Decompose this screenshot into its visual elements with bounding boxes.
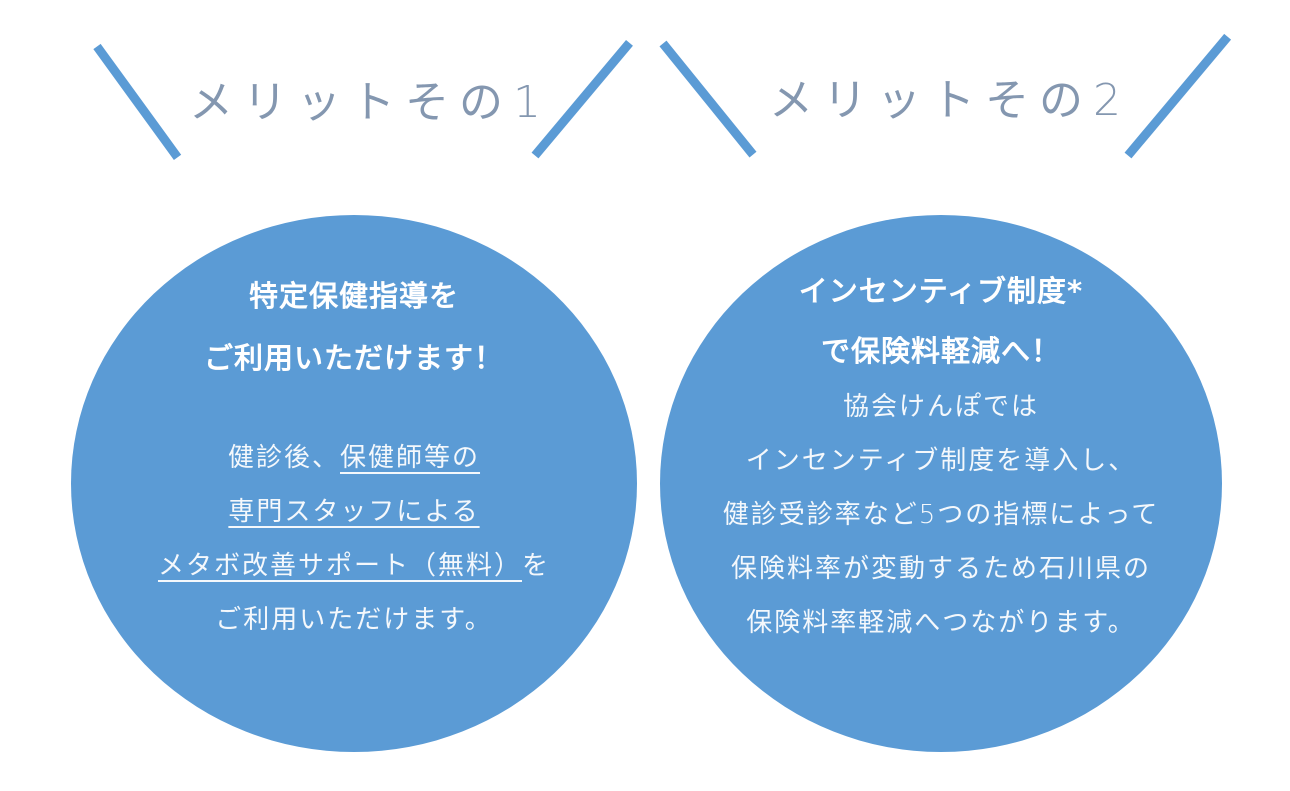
merit-2-body-line-3: 健診受診率など5つの指標によって: [722, 500, 1160, 530]
merit-1-title-line-1: 特定保健指導を: [248, 279, 459, 313]
merit-2-heading: メリットその2: [769, 75, 1131, 126]
merit-2-body-line-4: 保険料率が変動するため石川県の: [730, 554, 1151, 584]
merit-1-body-line-1-plain: 健診後、: [227, 443, 340, 473]
merit-1-body-line-2: 専門スタッフによる: [71, 485, 637, 539]
decorative-backslash-line-2: [659, 40, 757, 158]
merit-2-title-line-1: インセンティブ制度*: [798, 274, 1084, 308]
merit-1-body-line-2-underlined: 専門スタッフによる: [228, 497, 480, 527]
merit-2-body-line-5: 保険料率軽減へつながります。: [746, 608, 1136, 638]
merit-2-content: インセンティブ制度* で保険料軽減へ！ 協会けんぽでは インセンティブ制度を導入…: [660, 260, 1222, 650]
merit-2-circle: インセンティブ制度* で保険料軽減へ！ 協会けんぽでは インセンティブ制度を導入…: [660, 215, 1222, 752]
merit-1-circle: 特定保健指導を ご利用いただけます！ 健診後、保健師等の 専門スタッフによる メ…: [71, 215, 637, 752]
decorative-slash-line-2: [1124, 33, 1232, 159]
merit-1-content: 特定保健指導を ご利用いただけます！ 健診後、保健師等の 専門スタッフによる メ…: [71, 265, 637, 647]
merit-1-heading: メリットその1: [189, 77, 551, 128]
merit-2-body-line-1: 協会けんぽでは: [842, 392, 1039, 422]
merit-1-body-line-3-plain: を: [522, 551, 551, 581]
merit-1-body-line-1: 健診後、保健師等の: [71, 431, 637, 485]
merit-1-body-line-1-underlined: 保健師等の: [340, 443, 481, 473]
merit-1-title-line-2: ご利用いただけます！: [203, 341, 504, 375]
merit-2-body-line-2: インセンティブ制度を導入し、: [745, 446, 1137, 476]
decorative-backslash-line-1: [93, 43, 182, 160]
merit-1-body-line-4: ご利用いただけます。: [215, 605, 493, 635]
merit-1-body-line-3: メタボ改善サポート（無料）を: [71, 539, 637, 593]
merit-1-body-line-3-underlined: メタボ改善サポート（無料）: [157, 551, 522, 581]
merit-2-title-line-2: で保険料軽減へ！: [820, 334, 1061, 368]
